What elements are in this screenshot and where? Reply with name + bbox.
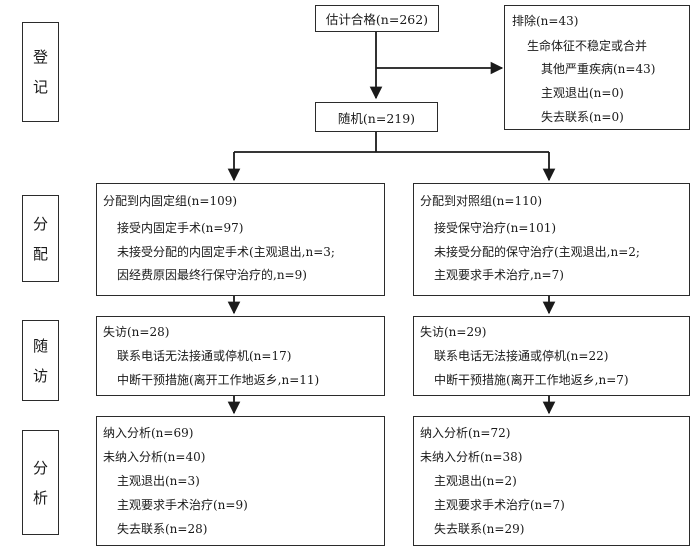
stage-allocation-label: 分配 <box>32 214 48 263</box>
allocation-right-title: 分配到对照组(n=110) <box>420 194 543 208</box>
stage-enrollment: 登记 <box>22 22 59 122</box>
followup-left-title: 失访(n=28) <box>103 325 170 339</box>
allocation-right-line: 主观要求手术治疗,n=7) <box>434 268 564 282</box>
followup-left-box: 失访(n=28) 联系电话无法接通或停机(n=17) 中断干预措施(离开工作地返… <box>96 316 385 396</box>
analysis-left-line: 主观退出(n=3) <box>117 474 200 488</box>
allocation-left-line: 未接受分配的内固定手术(主观退出,n=3; <box>117 245 335 259</box>
excluded-line: 主观退出(n=0) <box>541 86 624 100</box>
analysis-right-sub: 未纳入分析(n=38) <box>420 450 523 464</box>
followup-left-line: 联系电话无法接通或停机(n=17) <box>117 349 292 363</box>
eligible-box: 估计合格(n=262) <box>315 5 439 32</box>
followup-right-box: 失访(n=29) 联系电话无法接通或停机(n=22) 中断干预措施(离开工作地返… <box>413 316 690 396</box>
allocation-right-box: 分配到对照组(n=110) 接受保守治疗(n=101) 未接受分配的保守治疗(主… <box>413 183 690 296</box>
followup-left-line: 中断干预措施(离开工作地返乡,n=11) <box>117 373 320 387</box>
analysis-right-line: 主观退出(n=2) <box>434 474 517 488</box>
eligible-text: 估计合格(n=262) <box>325 12 429 27</box>
allocation-right-line: 接受保守治疗(n=101) <box>434 221 557 235</box>
allocation-left-box: 分配到内固定组(n=109) 接受内固定手术(n=97) 未接受分配的内固定手术… <box>96 183 385 296</box>
analysis-left-line: 主观要求手术治疗(n=9) <box>117 498 248 512</box>
analysis-left-line: 失去联系(n=28) <box>117 522 208 536</box>
analysis-right-box: 纳入分析(n=72) 未纳入分析(n=38) 主观退出(n=2) 主观要求手术治… <box>413 416 690 546</box>
excluded-line: 生命体征不稳定或合并 <box>527 39 648 53</box>
excluded-line: 其他严重疾病(n=43) <box>541 62 656 76</box>
followup-right-title: 失访(n=29) <box>420 325 487 339</box>
randomized-box: 随机(n=219) <box>315 102 438 132</box>
stage-enrollment-label: 登记 <box>32 48 48 96</box>
analysis-right-line: 失去联系(n=29) <box>434 522 525 536</box>
analysis-right-title: 纳入分析(n=72) <box>420 426 511 440</box>
allocation-left-line: 因经费原因最终行保守治疗的,n=9) <box>117 268 307 282</box>
stage-allocation: 分配 <box>22 195 59 282</box>
excluded-title: 排除(n=43) <box>512 14 579 28</box>
allocation-left-line: 接受内固定手术(n=97) <box>117 221 244 235</box>
analysis-left-box: 纳入分析(n=69) 未纳入分析(n=40) 主观退出(n=3) 主观要求手术治… <box>96 416 385 546</box>
analysis-left-title: 纳入分析(n=69) <box>103 426 194 440</box>
followup-right-line: 中断干预措施(离开工作地返乡,n=7) <box>434 373 629 387</box>
analysis-right-line: 主观要求手术治疗(n=7) <box>434 498 565 512</box>
allocation-right-line: 未接受分配的保守治疗(主观退出,n=2; <box>434 245 640 259</box>
stage-follow-up-label: 随访 <box>32 336 48 385</box>
excluded-box: 排除(n=43) 生命体征不稳定或合并 其他严重疾病(n=43) 主观退出(n=… <box>504 5 690 130</box>
followup-right-line: 联系电话无法接通或停机(n=22) <box>434 349 609 363</box>
allocation-left-title: 分配到内固定组(n=109) <box>103 194 238 208</box>
stage-analysis-label: 分析 <box>32 458 48 507</box>
analysis-left-sub: 未纳入分析(n=40) <box>103 450 206 464</box>
stage-analysis: 分析 <box>22 430 59 535</box>
excluded-line: 失去联系(n=0) <box>541 110 624 124</box>
stage-follow-up: 随访 <box>22 320 59 401</box>
randomized-text: 随机(n=219) <box>337 110 416 126</box>
